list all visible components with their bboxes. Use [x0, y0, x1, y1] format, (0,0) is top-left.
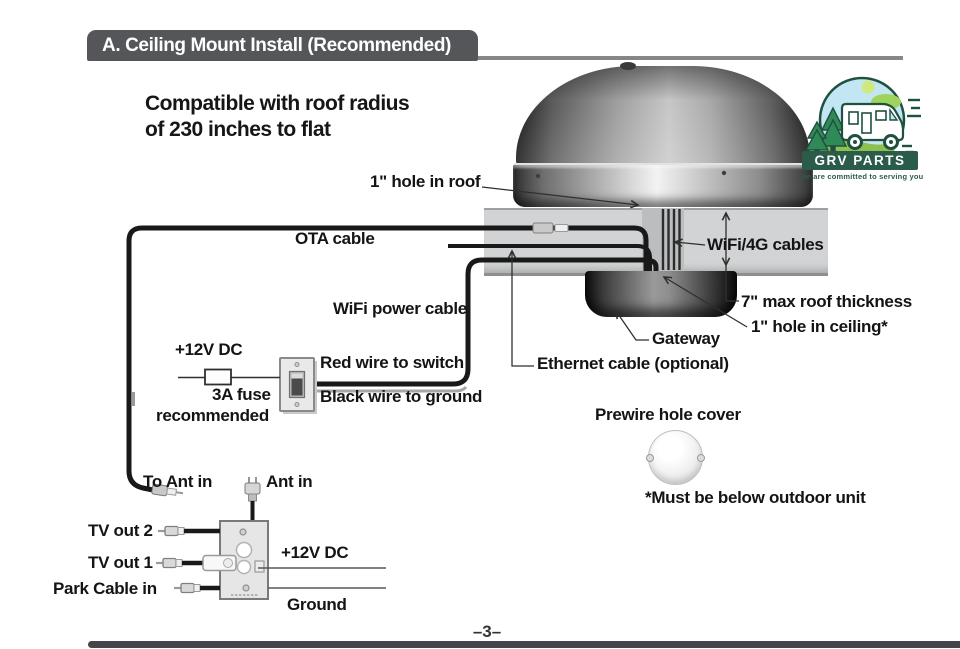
leader-gateway — [616, 311, 649, 341]
leader-roof-thickness-elbow — [725, 265, 739, 302]
label-roof-thickness: 7" max roof thickness — [741, 292, 912, 311]
tv-out-1-connector — [156, 554, 237, 572]
label-hole-in-roof: 1" hole in roof — [370, 172, 481, 191]
compatibility-note-line1: Compatible with roof radius — [145, 92, 410, 115]
ota-barrel-connector — [532, 222, 569, 234]
label-tv-out-2: TV out 2 — [88, 521, 153, 540]
label-wifi-power-cable: WiFi power cable — [333, 299, 467, 318]
leader-wifi-4g — [675, 242, 706, 245]
grv-parts-logo — [804, 76, 921, 164]
ant-in-connector — [244, 477, 261, 523]
label-gateway: Gateway — [652, 329, 720, 348]
wall-switch — [279, 357, 317, 414]
logo-name: GRV PARTS — [814, 153, 906, 168]
distribution-box — [219, 520, 269, 600]
compatibility-note-line2: of 230 inches to flat — [145, 118, 331, 141]
logo-banner: GRV PARTS — [802, 151, 918, 170]
label-3a-fuse: 3A fuse — [212, 385, 271, 404]
label-12v-dc-top: +12V DC — [175, 340, 243, 359]
label-ota-cable: OTA cable — [295, 229, 375, 248]
section-title-bar: A. Ceiling Mount Install (Recommended) — [87, 30, 478, 61]
antenna-dome-base — [513, 163, 813, 207]
label-black-wire: Black wire to ground — [320, 387, 483, 406]
park-cable-in-connector — [174, 582, 220, 594]
logo-tagline: we are committed to serving you — [800, 172, 924, 181]
label-prewire-hole-cover: Prewire hole cover — [595, 405, 741, 424]
dome-screw — [721, 170, 727, 176]
label-tv-out-1: TV out 1 — [88, 553, 153, 572]
label-below-outdoor-unit: *Must be below outdoor unit — [645, 488, 866, 507]
label-ant-in: Ant in — [266, 472, 313, 491]
label-red-wire: Red wire to switch — [320, 353, 464, 372]
label-park-cable-in: Park Cable in — [53, 579, 157, 598]
sun-icon — [861, 80, 875, 94]
label-ethernet-cable: Ethernet cable (optional) — [537, 354, 729, 373]
rv-camper-icon — [840, 102, 905, 150]
wifi-power-cable-line — [313, 257, 659, 387]
label-wifi-4g-cables: WiFi/4G cables — [707, 235, 824, 254]
ota-cable-line — [126, 225, 649, 493]
screw-icon — [646, 454, 654, 462]
label-to-ant-in: To Ant in — [143, 472, 213, 491]
label-recommended: recommended — [156, 406, 269, 425]
wifi-4g-cable-lines — [661, 209, 681, 270]
page-edge-bar — [88, 641, 960, 648]
leader-ethernet — [512, 251, 534, 367]
leader-hole-ceiling — [664, 277, 748, 328]
title-rule — [478, 56, 903, 60]
label-12v-dc-bottom: +12V DC — [281, 543, 349, 562]
screw-icon — [697, 454, 705, 462]
leader-lines — [481, 186, 748, 367]
gateway-unit — [585, 271, 737, 317]
page-number: –3– — [472, 622, 502, 641]
label-hole-in-ceiling: 1" hole in ceiling* — [751, 317, 888, 336]
section-title: A. Ceiling Mount Install (Recommended) — [102, 35, 451, 56]
ground-wire-line — [313, 386, 468, 393]
antenna-dome-nub — [620, 62, 636, 70]
to-ant-in-connector — [151, 483, 184, 497]
label-ground: Ground — [287, 595, 347, 614]
antenna-dome — [516, 66, 810, 166]
leader-hole-roof — [481, 186, 638, 205]
fuse-symbol — [178, 368, 280, 386]
prewire-hole-cover — [646, 430, 705, 485]
tv-out-2-connector — [158, 525, 220, 537]
dome-screw — [535, 173, 541, 179]
